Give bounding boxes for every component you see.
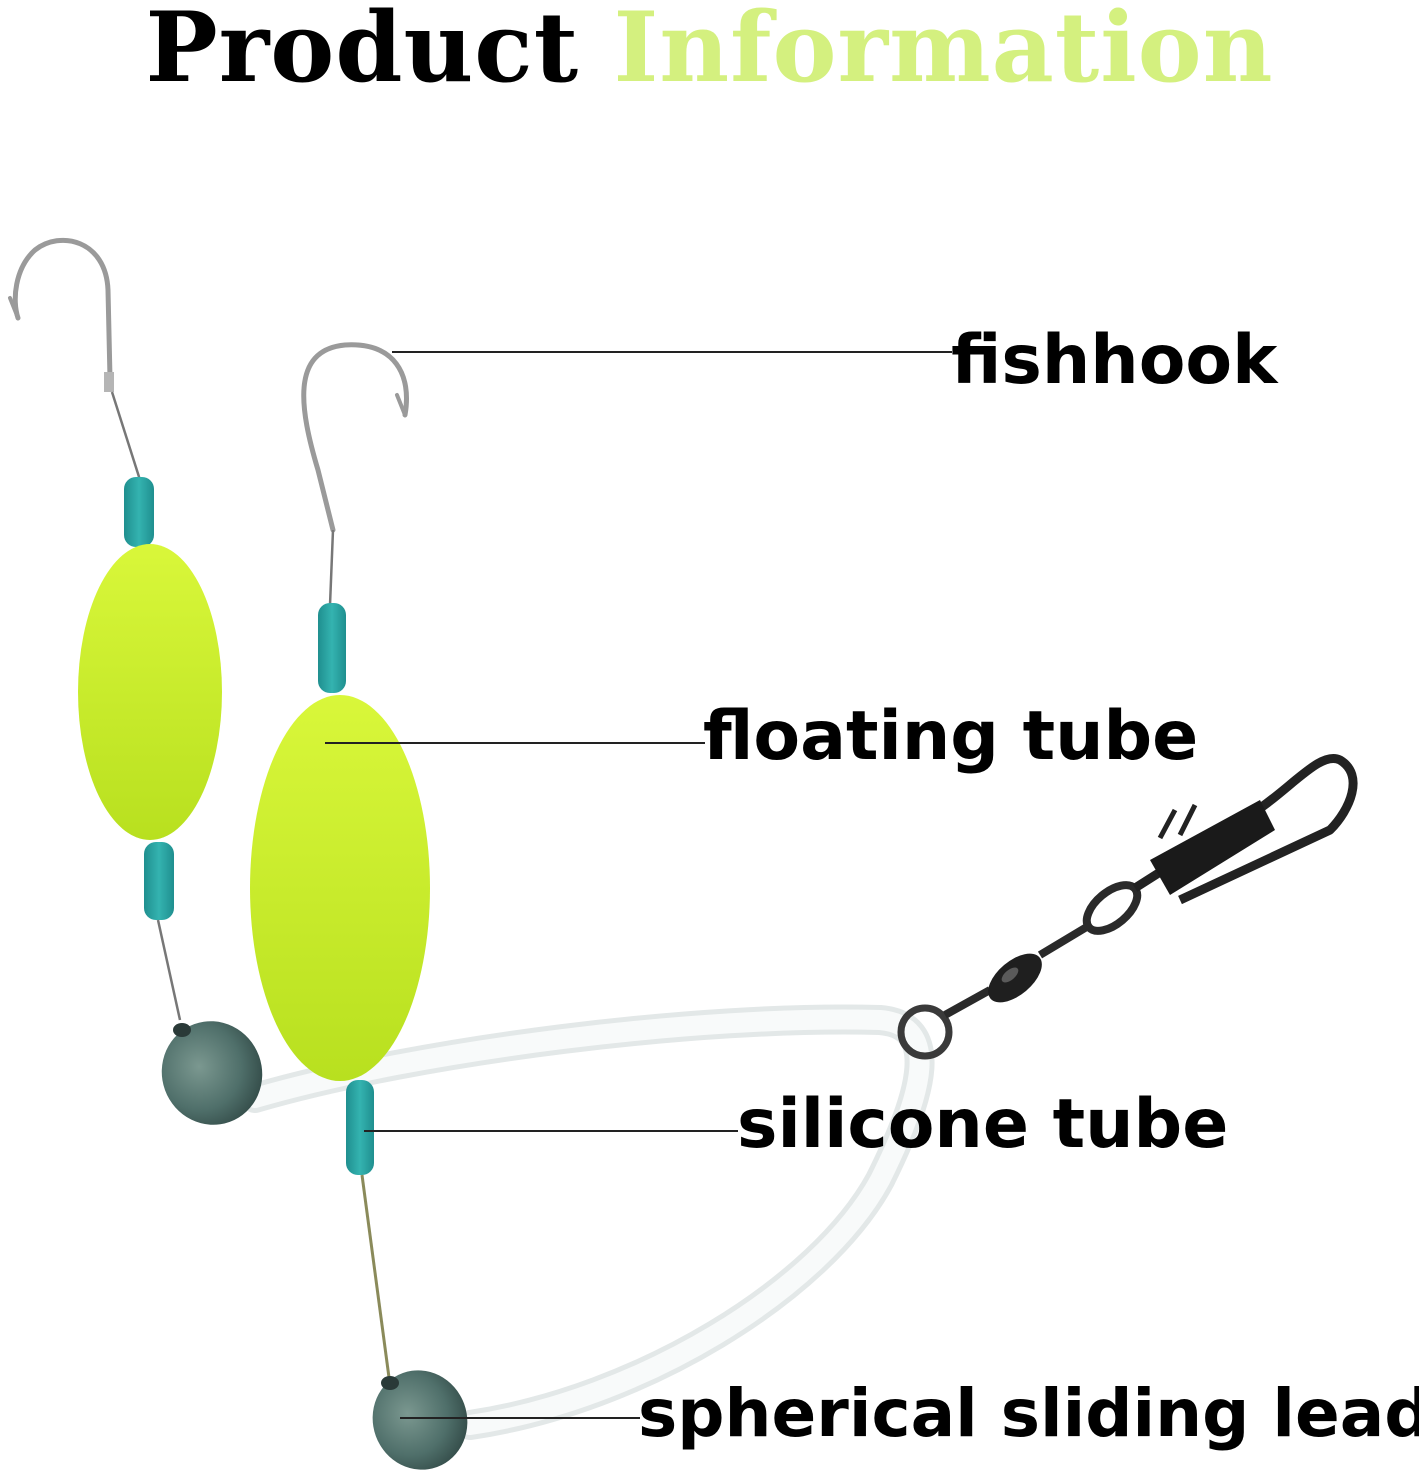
label-floating-tube: floating tube [703, 697, 1199, 776]
right-bead-bottom [346, 1080, 374, 1175]
left-bead-top [124, 477, 154, 547]
right-fishhook-icon [301, 342, 409, 533]
title-word-product: Product [145, 0, 580, 104]
title-word-information: Information [613, 0, 1274, 104]
left-floating-tube [78, 544, 222, 840]
left-fishhook-icon [12, 237, 113, 381]
right-bead-top [318, 603, 346, 693]
left-lead-weight [161, 1021, 263, 1125]
swivel-snap-icon [897, 753, 1358, 1060]
right-lead-weight [372, 1370, 468, 1470]
label-spherical-sliding-lead: spherical sliding lead [638, 1375, 1419, 1452]
right-rig [250, 342, 468, 1470]
left-rig [8, 237, 263, 1125]
label-silicone-tube: silicone tube [737, 1085, 1229, 1164]
page-title: Product Information [0, 0, 1419, 100]
left-bead-bottom [144, 842, 174, 920]
label-fishhook: fishhook [951, 321, 1278, 400]
right-floating-tube [250, 695, 430, 1081]
